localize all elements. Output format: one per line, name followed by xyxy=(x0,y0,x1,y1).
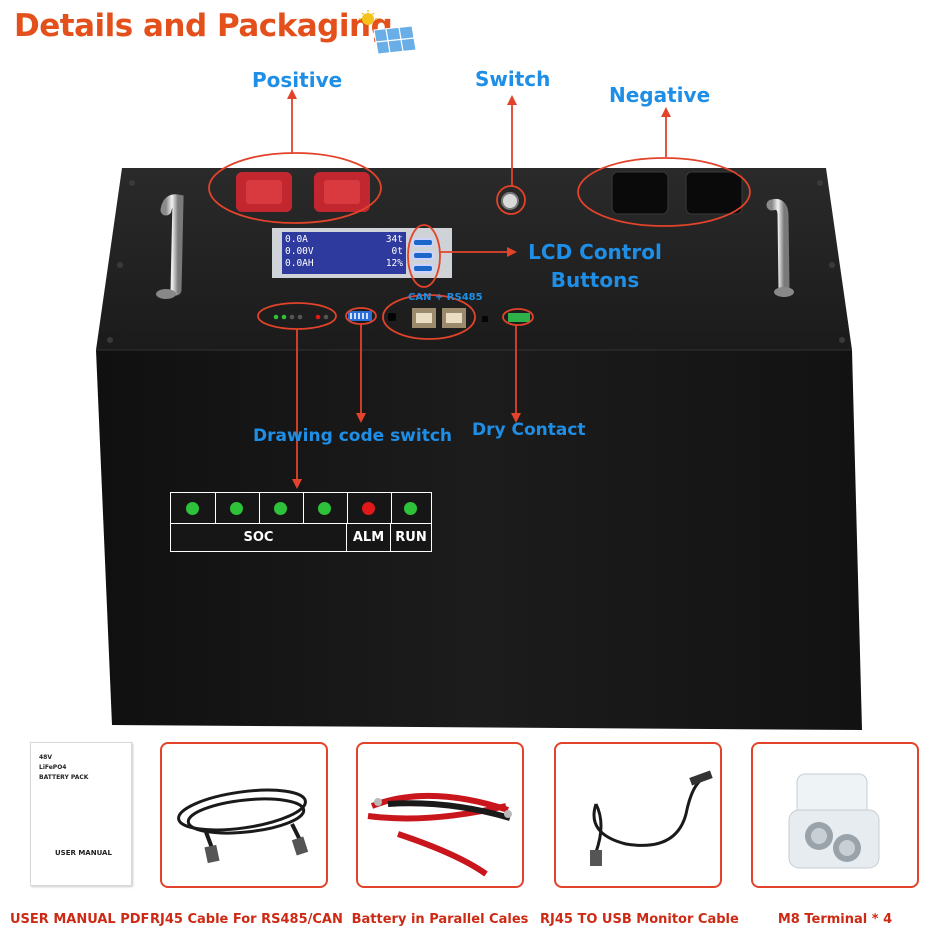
lcd-label-line2: Buttons xyxy=(550,268,640,292)
battery-pack xyxy=(96,89,862,730)
lcd-temp: 34t xyxy=(385,234,403,245)
run-label: RUN xyxy=(395,530,427,545)
caption-parallel-cables: Battery in Parallel Cales xyxy=(351,912,529,927)
soc-led-2 xyxy=(215,493,260,523)
alm-led xyxy=(347,493,392,523)
lcd-current: 0.0A xyxy=(285,234,308,245)
manual-title: USER MANUAL xyxy=(55,849,112,857)
lcd-label-line1: LCD Control xyxy=(528,240,662,264)
alm-label: ALM xyxy=(347,524,391,551)
caption-rj45-cable: RJ45 Cable For RS485/CAN xyxy=(150,912,343,927)
manual-line-3: BATTERY PACK xyxy=(39,774,89,781)
parallel-cables-image xyxy=(356,742,524,888)
m8-terminal-image xyxy=(751,742,919,888)
lcd-voltage: 0.00V xyxy=(285,246,314,257)
lcd-temp2: 0t xyxy=(391,246,403,257)
lcd-soc: 12% xyxy=(385,258,403,269)
solar-panel-icon xyxy=(359,10,417,55)
indicator-panel: SOC ALM RUN xyxy=(170,492,432,552)
caption-user-manual: USER MANUAL PDF xyxy=(10,912,150,927)
soc-label: SOC xyxy=(171,524,347,551)
positive-label: Positive xyxy=(252,68,343,92)
negative-label: Negative xyxy=(609,83,711,107)
lcd-capacity: 0.0AH xyxy=(285,258,314,269)
soc-led-3 xyxy=(259,493,304,523)
soc-led-4 xyxy=(303,493,348,523)
caption-usb-cable: RJ45 TO USB Monitor Cable xyxy=(540,912,739,927)
drawing-code-switch-label: Drawing code switch xyxy=(253,426,453,446)
lcd-screen: 0.0A 34t 0.00V 0t 0.0AH 12% xyxy=(285,234,403,270)
rj45-usb-cable-image xyxy=(554,742,722,888)
user-manual-image: 48V LiFePO4 BATTERY PACK USER MANUAL xyxy=(30,742,132,886)
switch-label: Switch xyxy=(475,67,551,91)
can-rs485-label: CAN + RS485 xyxy=(408,292,483,303)
lcd-control-buttons-label: LCD Control Buttons xyxy=(522,238,668,294)
run-led xyxy=(391,493,431,523)
page-title: Details and Packaging xyxy=(14,8,393,44)
dry-contact-label: Dry Contact xyxy=(472,420,586,440)
manual-line-2: LiFePO4 xyxy=(39,764,67,771)
manual-line-1: 48V xyxy=(39,754,52,761)
rj45-cable-image xyxy=(160,742,328,888)
soc-led-1 xyxy=(171,493,216,523)
caption-m8-terminal: M8 Terminal * 4 xyxy=(777,912,893,927)
